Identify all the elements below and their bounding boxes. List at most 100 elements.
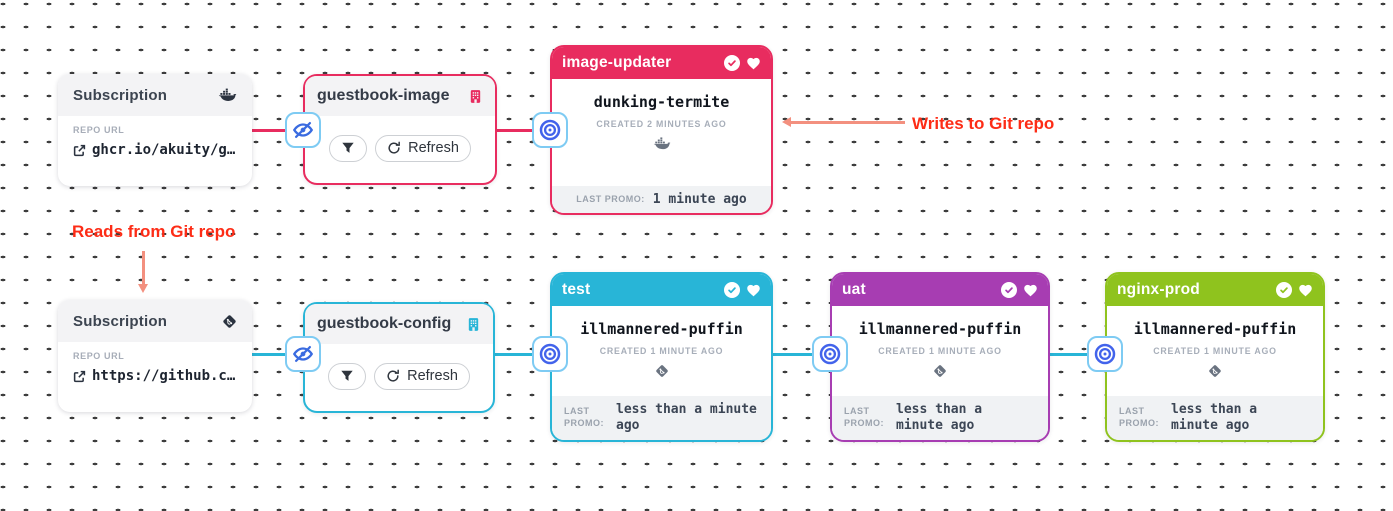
favorite-heart-icon[interactable] <box>746 56 761 71</box>
filter-button[interactable] <box>328 362 367 390</box>
docker-icon <box>653 137 671 150</box>
target-icon <box>1094 343 1116 365</box>
warehouse-building-icon <box>468 89 483 104</box>
refresh-button[interactable]: Refresh <box>375 134 471 162</box>
stage-body: illmannered-puffin CREATED 1 MINUTE AGO <box>552 306 771 396</box>
stage-header: test <box>552 274 771 306</box>
refresh-button[interactable]: Refresh <box>374 362 470 390</box>
git-icon <box>1208 364 1222 378</box>
filter-button[interactable] <box>329 134 368 162</box>
stage-name: test <box>562 281 591 298</box>
last-promotion-bar: LAST PROMO: less than a minute ago <box>1107 396 1323 440</box>
git-icon <box>933 364 947 378</box>
subscription-title: Subscription <box>73 312 168 330</box>
favorite-heart-icon[interactable] <box>1023 283 1038 298</box>
edge-test-to-uat <box>773 353 819 356</box>
refresh-icon <box>388 141 401 154</box>
stage-name: uat <box>842 281 866 298</box>
stage-header: uat <box>832 274 1048 306</box>
last-promo-label: LAST PROMO: <box>564 406 604 428</box>
warehouse-building-icon <box>466 317 481 332</box>
freight-created-label: CREATED 1 MINUTE AGO <box>1153 346 1277 356</box>
repo-url-text: ghcr.io/akuity/g… <box>92 142 236 158</box>
stage-card-image-updater[interactable]: image-updater dunking-termite CREATED 2 … <box>550 45 773 215</box>
refresh-icon <box>387 369 400 382</box>
repo-url-link[interactable]: https://github.c… <box>73 368 237 384</box>
external-link-icon <box>73 144 86 156</box>
stage-card-test[interactable]: test illmannered-puffin CREATED 1 MINUTE… <box>550 272 773 442</box>
stage-name: image-updater <box>562 54 672 71</box>
repo-url-label: REPO URL <box>73 125 125 135</box>
target-icon <box>819 343 841 365</box>
annotation-reads-from-git: Reads from Git repo <box>72 222 236 241</box>
verified-check-icon <box>724 55 740 71</box>
stage-target-node[interactable] <box>532 112 568 148</box>
last-promo-value: 1 minute ago <box>652 191 747 207</box>
favorite-heart-icon[interactable] <box>1298 283 1313 298</box>
freight-created-label: CREATED 1 MINUTE AGO <box>599 346 724 356</box>
subscription-header: Subscription <box>58 300 252 342</box>
verified-check-icon <box>1276 282 1292 298</box>
warehouse-header: guestbook-image <box>305 76 495 116</box>
warehouse-card-guestbook-config[interactable]: guestbook-config Refresh <box>303 302 495 413</box>
stage-target-node[interactable] <box>1087 336 1123 372</box>
subscription-card-image[interactable]: Subscription REPO URL ghcr.io/akuity/g… <box>58 74 252 186</box>
last-promo-label: LAST PROMO: <box>1119 406 1159 428</box>
repo-url-text: https://github.c… <box>92 368 236 384</box>
stage-body: dunking-termite CREATED 2 MINUTES AGO <box>552 79 771 186</box>
stage-card-uat[interactable]: uat illmannered-puffin CREATED 1 MINUTE … <box>830 272 1050 442</box>
git-icon <box>222 314 237 329</box>
freight-created-label: CREATED 2 MINUTES AGO <box>596 119 727 129</box>
annotation-writes-to-git: Writes to Git repo <box>912 114 1055 133</box>
filter-icon <box>342 142 354 153</box>
hide-subscription-toggle[interactable] <box>285 112 321 148</box>
repo-url-label: REPO URL <box>73 351 125 361</box>
stage-card-nginx-prod[interactable]: nginx-prod illmannered-puffin CREATED 1 … <box>1105 272 1325 442</box>
subscription-card-git[interactable]: Subscription REPO URL https://github.c… <box>58 300 252 412</box>
edge-uat-to-nginx-prod <box>1050 353 1094 356</box>
refresh-label: Refresh <box>408 140 459 156</box>
freight-name: dunking-termite <box>593 93 730 111</box>
warehouse-header: guestbook-config <box>305 304 493 344</box>
stage-body: illmannered-puffin CREATED 1 MINUTE AGO <box>1107 306 1323 396</box>
refresh-label: Refresh <box>407 368 458 384</box>
target-icon <box>539 119 561 141</box>
eye-slash-icon <box>292 121 314 139</box>
eye-slash-icon <box>292 345 314 363</box>
target-icon <box>539 343 561 365</box>
edge-subscription-to-guestbook-image <box>252 129 302 132</box>
stage-header: image-updater <box>552 47 771 79</box>
last-promo-value: less than a minute ago <box>616 402 757 433</box>
subscription-body: REPO URL https://github.c… <box>58 342 252 396</box>
annotation-arrow-writes <box>791 121 905 124</box>
freight-created-label: CREATED 1 MINUTE AGO <box>878 346 1002 356</box>
last-promotion-bar: LAST PROMO: less than a minute ago <box>552 396 771 440</box>
annotation-arrow-reads <box>142 251 145 285</box>
annotation-arrowhead-writes <box>782 117 791 127</box>
last-promotion-bar: LAST PROMO: 1 minute ago <box>552 186 771 213</box>
freight-name: illmannered-puffin <box>858 320 1022 338</box>
stage-target-node[interactable] <box>532 336 568 372</box>
docker-icon <box>218 88 237 102</box>
warehouse-name: guestbook-config <box>317 315 452 332</box>
warehouse-card-guestbook-image[interactable]: guestbook-image Refresh <box>303 74 497 185</box>
last-promo-label: LAST PROMO: <box>576 193 645 204</box>
favorite-heart-icon[interactable] <box>746 283 761 298</box>
warehouse-name: guestbook-image <box>317 87 450 104</box>
verified-check-icon <box>1001 282 1017 298</box>
repo-url-link[interactable]: ghcr.io/akuity/g… <box>73 142 237 158</box>
verified-check-icon <box>724 282 740 298</box>
subscription-header: Subscription <box>58 74 252 116</box>
git-icon <box>655 364 669 378</box>
last-promo-value: less than a minute ago <box>1171 402 1258 433</box>
stage-target-node[interactable] <box>812 336 848 372</box>
hide-subscription-toggle[interactable] <box>285 336 321 372</box>
stage-name: nginx-prod <box>1117 281 1200 298</box>
subscription-body: REPO URL ghcr.io/akuity/g… <box>58 116 252 170</box>
filter-icon <box>341 370 353 381</box>
stage-header: nginx-prod <box>1107 274 1323 306</box>
freight-name: illmannered-puffin <box>1133 320 1297 338</box>
annotation-arrowhead-reads <box>138 284 148 293</box>
last-promo-value: less than a minute ago <box>896 402 983 433</box>
